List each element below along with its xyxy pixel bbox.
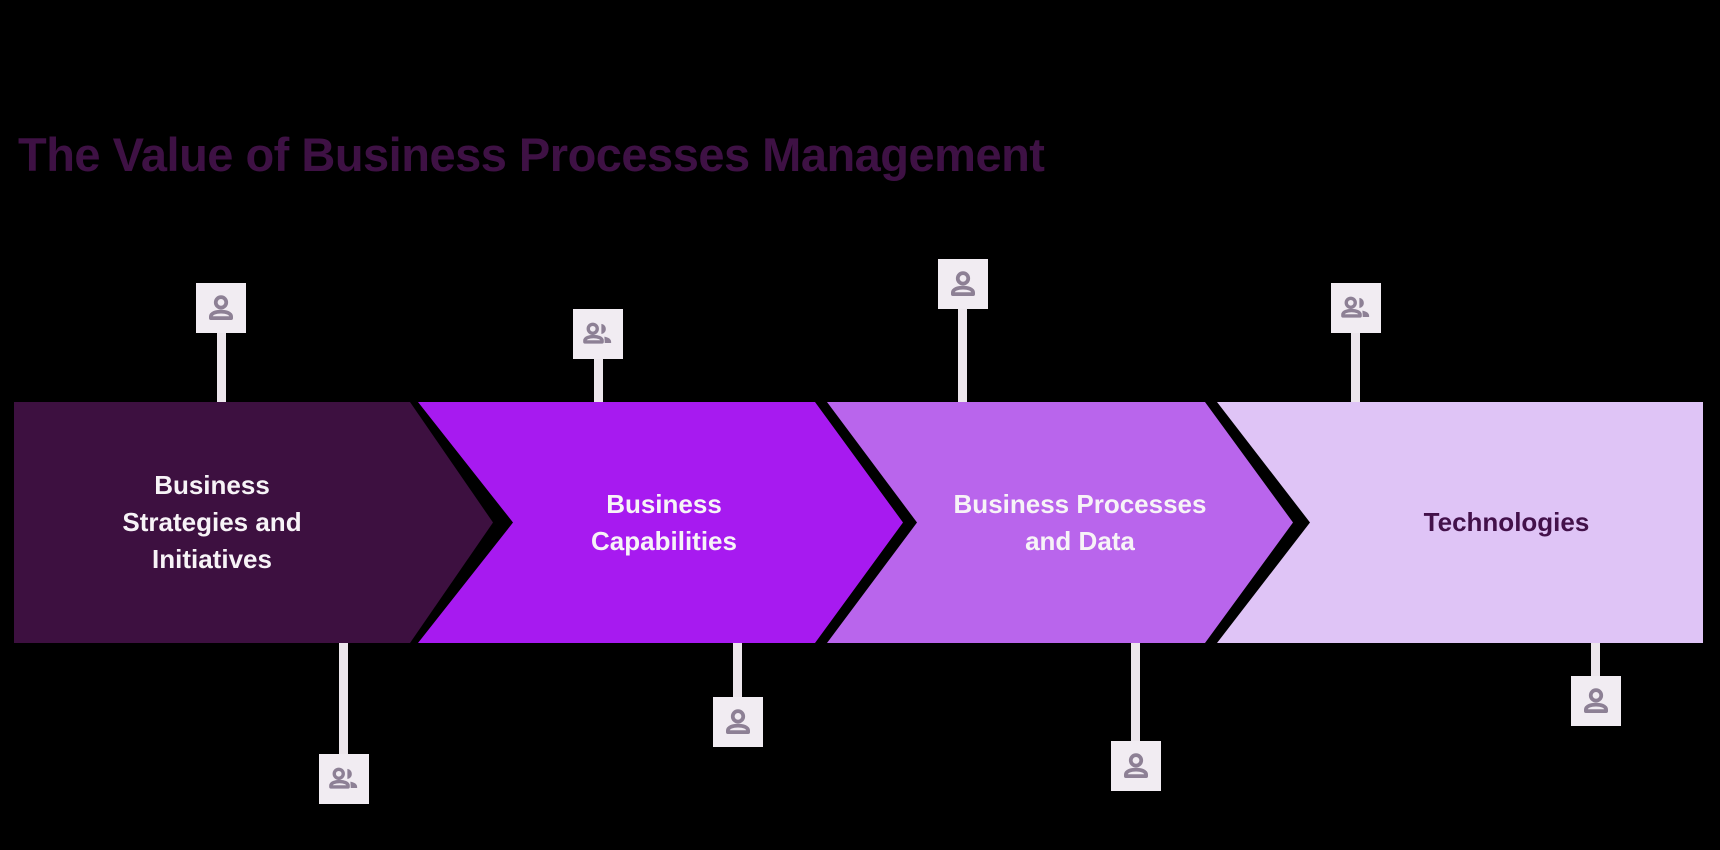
- page-title: The Value of Business Processes Manageme…: [18, 128, 1045, 182]
- connector-line: [1591, 643, 1600, 678]
- person-icon: [203, 290, 239, 326]
- connector-line: [217, 331, 226, 402]
- stakeholder-chip: [938, 259, 988, 309]
- person-icon: [720, 704, 756, 740]
- people-icon: [1338, 290, 1374, 326]
- connector-line: [339, 643, 348, 756]
- arrow-label: Business Capabilities: [591, 488, 737, 556]
- connector-line: [1351, 331, 1360, 402]
- person-icon: [1118, 748, 1154, 784]
- process-arrow-strategies: Business Strategies and Initiatives: [14, 402, 493, 643]
- process-arrow-processes-data: Business Processes and Data: [827, 402, 1293, 643]
- stakeholder-chip: [1111, 741, 1161, 791]
- person-icon: [945, 266, 981, 302]
- stakeholder-chip: [1331, 283, 1381, 333]
- arrow-label: Business Processes and Data: [953, 488, 1207, 556]
- people-icon: [580, 316, 616, 352]
- stakeholder-chip: [196, 283, 246, 333]
- stakeholder-chip: [1571, 676, 1621, 726]
- stakeholder-chip: [319, 754, 369, 804]
- connector-line: [1131, 643, 1140, 743]
- connector-line: [733, 643, 742, 699]
- connector-line: [958, 306, 967, 402]
- connector-line: [594, 356, 603, 402]
- arrow-label: Technologies: [1423, 507, 1590, 537]
- stakeholder-chip: [573, 309, 623, 359]
- stakeholder-chip: [713, 697, 763, 747]
- arrow-label: Business Strategies and Initiatives: [122, 470, 302, 574]
- person-icon: [1578, 683, 1614, 719]
- people-icon: [326, 761, 362, 797]
